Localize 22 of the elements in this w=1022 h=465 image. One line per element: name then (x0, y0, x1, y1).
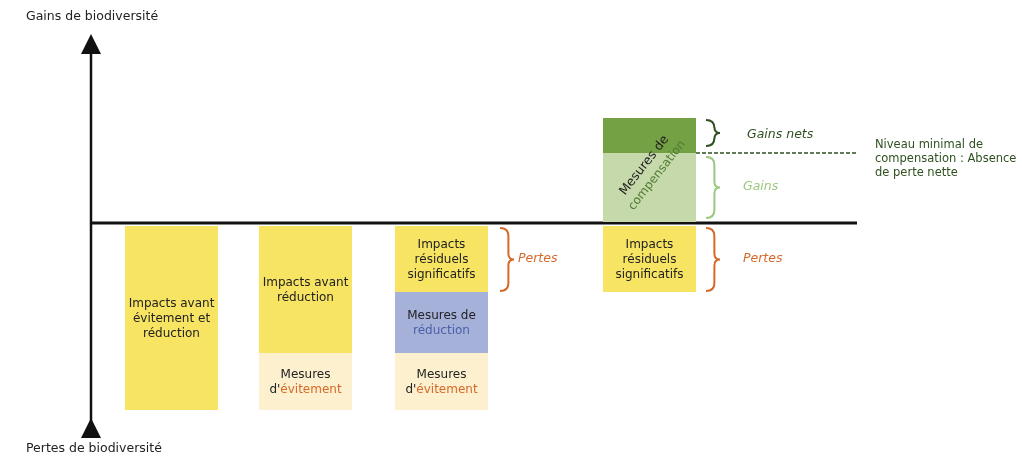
impact-bar (395, 226, 488, 292)
impact-bar (125, 226, 218, 410)
impact-bar (603, 226, 696, 292)
compensation-bar (603, 118, 696, 222)
bar-label: Impacts résiduels significatifs (614, 236, 685, 282)
brace-label: Gains nets (747, 126, 814, 141)
bar-label: Mesures de réduction (406, 307, 477, 338)
axis-label: Gains de biodiversité (26, 8, 159, 23)
measure-bar (395, 353, 488, 410)
measure-bar (395, 292, 488, 353)
brace-label: Pertes (518, 250, 558, 265)
axis-label: Pertes de biodiversité (26, 440, 162, 455)
note: Niveau minimal de compensation : Absence de perte nette (875, 137, 1018, 179)
bar-label: Mesures d'évitement (404, 366, 479, 397)
bar-label: Impacts avant évitement et réduction (127, 295, 216, 341)
measure-bar (259, 353, 352, 410)
brace-label: Pertes (743, 250, 783, 265)
bar-label: Impacts avant réduction (261, 274, 350, 305)
bar-label: Impacts résiduels significatifs (406, 236, 477, 282)
brace-label: Gains (743, 178, 779, 193)
impact-bar (259, 226, 352, 353)
bar-label: Mesures d'évitement (268, 366, 343, 397)
